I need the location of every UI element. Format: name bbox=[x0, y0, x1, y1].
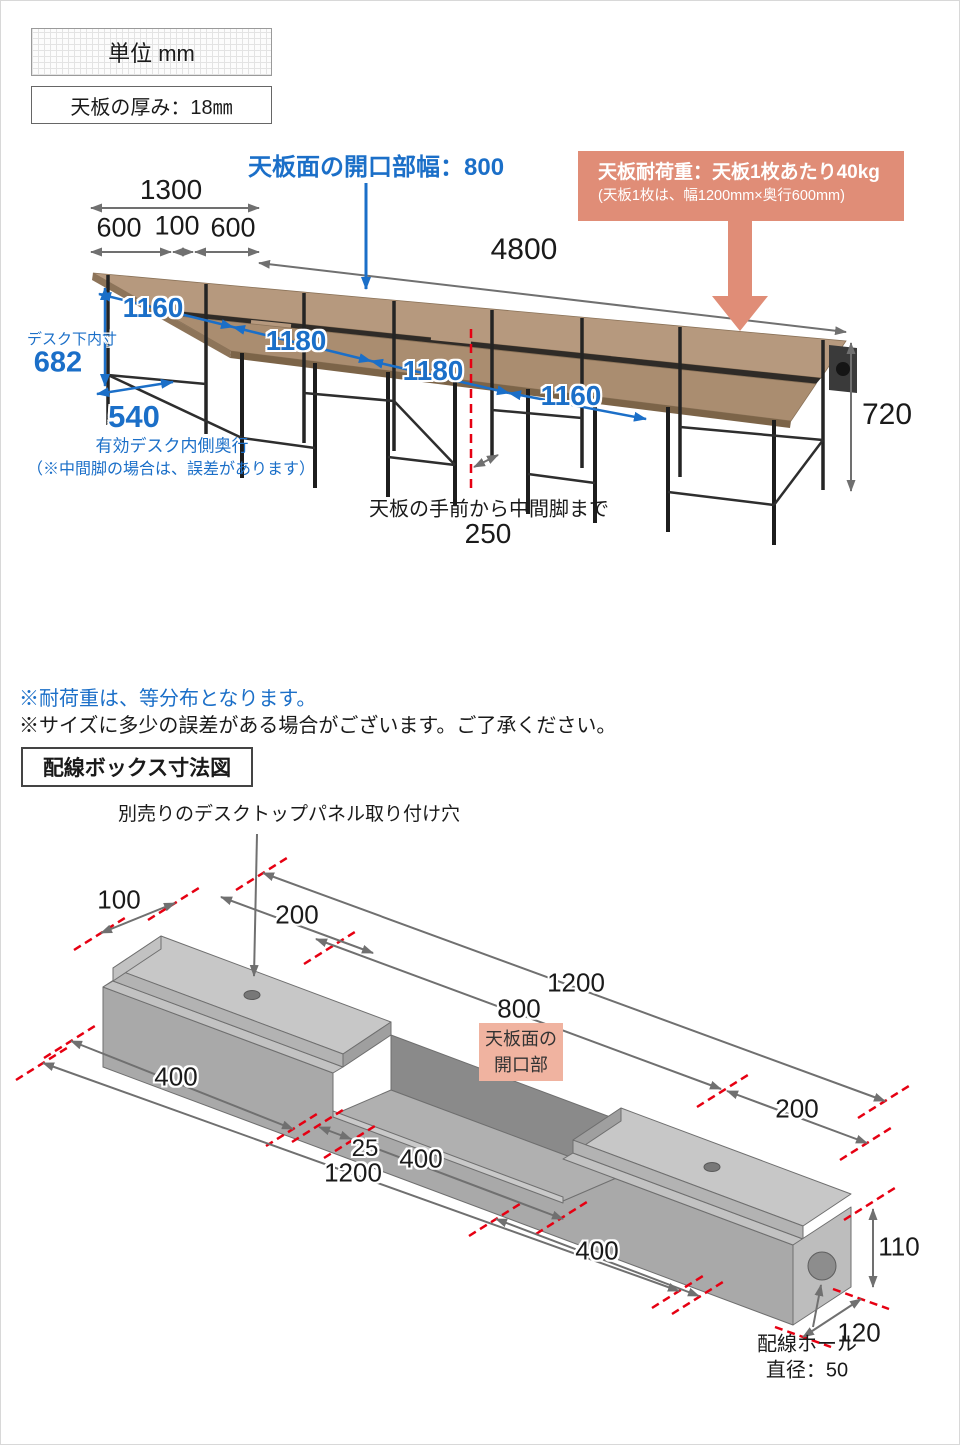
dim-span-1160b: 1160 bbox=[540, 380, 602, 411]
dim-right-200: 200 bbox=[775, 1093, 819, 1124]
thickness-badge-label: 天板の厚み：18㎜ bbox=[70, 96, 233, 119]
dim-left-400: 400 bbox=[154, 1061, 198, 1092]
dim-mid-400: 400 bbox=[399, 1143, 443, 1174]
dim-800: 800 bbox=[497, 993, 541, 1024]
dim-110: 110 bbox=[878, 1231, 920, 1262]
dim-plate-100: 100 bbox=[97, 884, 141, 915]
front-to-leg-label: 天板の手前から中間脚まで bbox=[369, 498, 609, 521]
cable-hole-label-line1: 配線ホール bbox=[757, 1333, 857, 1356]
opening-area-tag: 天板面の 開口部 bbox=[479, 1023, 563, 1081]
unit-badge-label: 単位 mm bbox=[108, 41, 195, 66]
dim-top-1200: 1200 bbox=[547, 967, 605, 998]
dim-4800: 4800 bbox=[490, 233, 558, 266]
dim-100-gap: 100 bbox=[154, 210, 200, 241]
inner-depth-label: 有効デスク内側奥行 bbox=[95, 436, 249, 456]
dim-1300: 1300 bbox=[139, 174, 203, 205]
load-notice-line2: (天板1枚は、幅1200mm×奥行600mm) bbox=[598, 187, 845, 204]
wiring-box-illustration bbox=[102, 935, 852, 1326]
dim-600-right: 600 bbox=[210, 212, 256, 243]
load-notice-line1: 天板耐荷重：天板1枚あたり40kg bbox=[598, 162, 880, 183]
dim-720: 720 bbox=[861, 398, 913, 431]
load-notice: 天板耐荷重：天板1枚あたり40kg (天板1枚は、幅1200mm×奥行600mm… bbox=[578, 151, 904, 221]
dim-25: 25 bbox=[351, 1135, 379, 1162]
desk-blue-dimensions bbox=[96, 183, 647, 422]
dim-bottom-400: 400 bbox=[575, 1235, 619, 1266]
dim-span-1180b: 1180 bbox=[402, 355, 464, 386]
dim-682: 682 bbox=[33, 346, 83, 379]
dim-120: 120 bbox=[837, 1317, 881, 1348]
opening-tag-line1: 天板面の bbox=[485, 1028, 557, 1049]
thickness-badge: 天板の厚み：18㎜ bbox=[31, 86, 272, 124]
dim-bottom-1200: 1200 bbox=[324, 1157, 382, 1188]
opening-tag-line2: 開口部 bbox=[494, 1055, 548, 1075]
wiring-box-title-label: 配線ボックス寸法図 bbox=[42, 757, 232, 780]
note-size: ※サイズに多少の誤差がある場合がございます。ご了承ください。 bbox=[19, 715, 617, 737]
under-desk-label: デスク下内寸 bbox=[27, 331, 118, 348]
cable-hole-label-line2: 直径：50 bbox=[765, 1359, 849, 1382]
panel-hole-label: 別売りのデスクトップパネル取り付け穴 bbox=[118, 804, 461, 825]
unit-badge: 単位 mm bbox=[31, 28, 272, 76]
dim-600-left: 600 bbox=[96, 212, 142, 243]
dim-span-1180a: 1180 bbox=[265, 325, 327, 356]
dim-span-1160a: 1160 bbox=[122, 292, 184, 323]
wiring-box-title: 配線ボックス寸法図 bbox=[21, 747, 253, 787]
dim-hole-200: 200 bbox=[275, 899, 319, 930]
dim-540: 540 bbox=[108, 399, 160, 434]
note-load: ※耐荷重は、等分布となります。 bbox=[19, 688, 317, 710]
dim-250: 250 bbox=[464, 518, 512, 549]
wiring-dimension-lines bbox=[42, 833, 886, 1338]
inner-depth-note: （※中間脚の場合は、誤差があります） bbox=[26, 461, 316, 478]
opening-width-label: 天板面の開口部幅：800 bbox=[248, 154, 505, 181]
load-arrow bbox=[712, 221, 768, 331]
